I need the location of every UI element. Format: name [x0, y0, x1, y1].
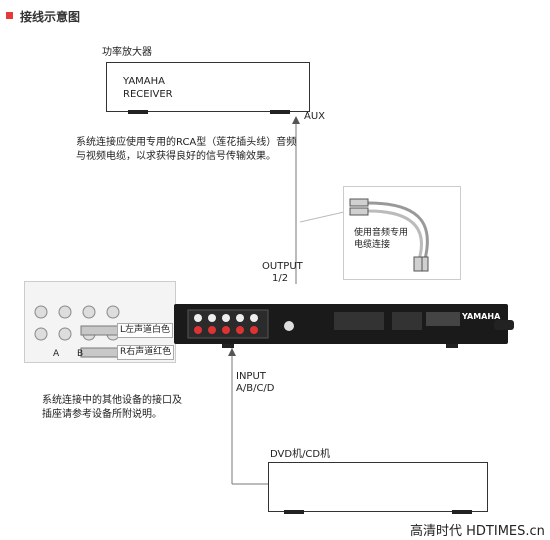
amplifier-brand: YAMAHA — [123, 76, 166, 87]
left-channel-label: L左声道白色 — [117, 323, 174, 338]
output-label-line2: 1/2 — [272, 273, 289, 284]
input-label-line2: A/B/C/D — [236, 383, 275, 394]
dvd-foot-left — [284, 510, 304, 514]
cable-note-line2: 电缆连接 — [354, 240, 391, 250]
amplifier-box: YAMAHA RECEIVER — [106, 62, 310, 112]
aux-label: AUX — [304, 111, 326, 122]
rear-panel-foot-right — [446, 344, 458, 348]
rca-note-line1: 系统连接应使用专用的RCA型（莲花插头线）音频 — [76, 137, 297, 148]
watermark: 高清时代 HDTIMES.cn — [410, 524, 545, 539]
cable-note-line1: 使用音频专用 — [354, 228, 409, 238]
jack-label-b: B — [77, 349, 84, 359]
input-label-line1: INPUT — [236, 371, 266, 382]
rear-panel-jacks — [187, 309, 460, 339]
rear-panel-foot-left — [222, 344, 234, 348]
power-cord-icon — [494, 320, 514, 330]
cable-callout-pointer — [299, 211, 345, 226]
amplifier-foot-left — [128, 110, 148, 114]
dvd-box — [268, 462, 488, 512]
other-note-line2: 插座请参考设备所附说明。 — [42, 409, 162, 420]
amplifier-label: 功率放大器 — [102, 47, 152, 58]
other-note-line1: 系统连接中的其他设备的接口及 — [42, 395, 182, 406]
amplifier-model: RECEIVER — [123, 89, 173, 100]
header-accent-mark — [6, 12, 13, 19]
amplifier-foot-right — [270, 110, 290, 114]
rca-cable-icon — [349, 198, 429, 272]
rear-panel: YAMAHA — [174, 304, 508, 344]
jack-closeup-inset: A B L左声道白色 R右声道红色 — [24, 281, 176, 363]
dvd-label: DVD机/CD机 — [270, 449, 331, 460]
rca-note-line2: 与视频电缆，以求获得良好的信号传输效果。 — [76, 151, 276, 162]
output-label-line1: OUTPUT — [262, 261, 303, 272]
cable-callout: 使用音频专用 电缆连接 — [343, 186, 461, 280]
aux-arrow-icon — [292, 116, 300, 124]
dvd-foot-right — [452, 510, 472, 514]
input-arrow-icon — [228, 348, 236, 356]
right-channel-label: R右声道红色 — [117, 345, 175, 360]
rca-jack-icon — [34, 305, 132, 358]
rear-panel-brand: YAMAHA — [462, 312, 501, 321]
jack-label-a: A — [53, 349, 60, 359]
page-title: 接线示意图 — [20, 10, 81, 24]
